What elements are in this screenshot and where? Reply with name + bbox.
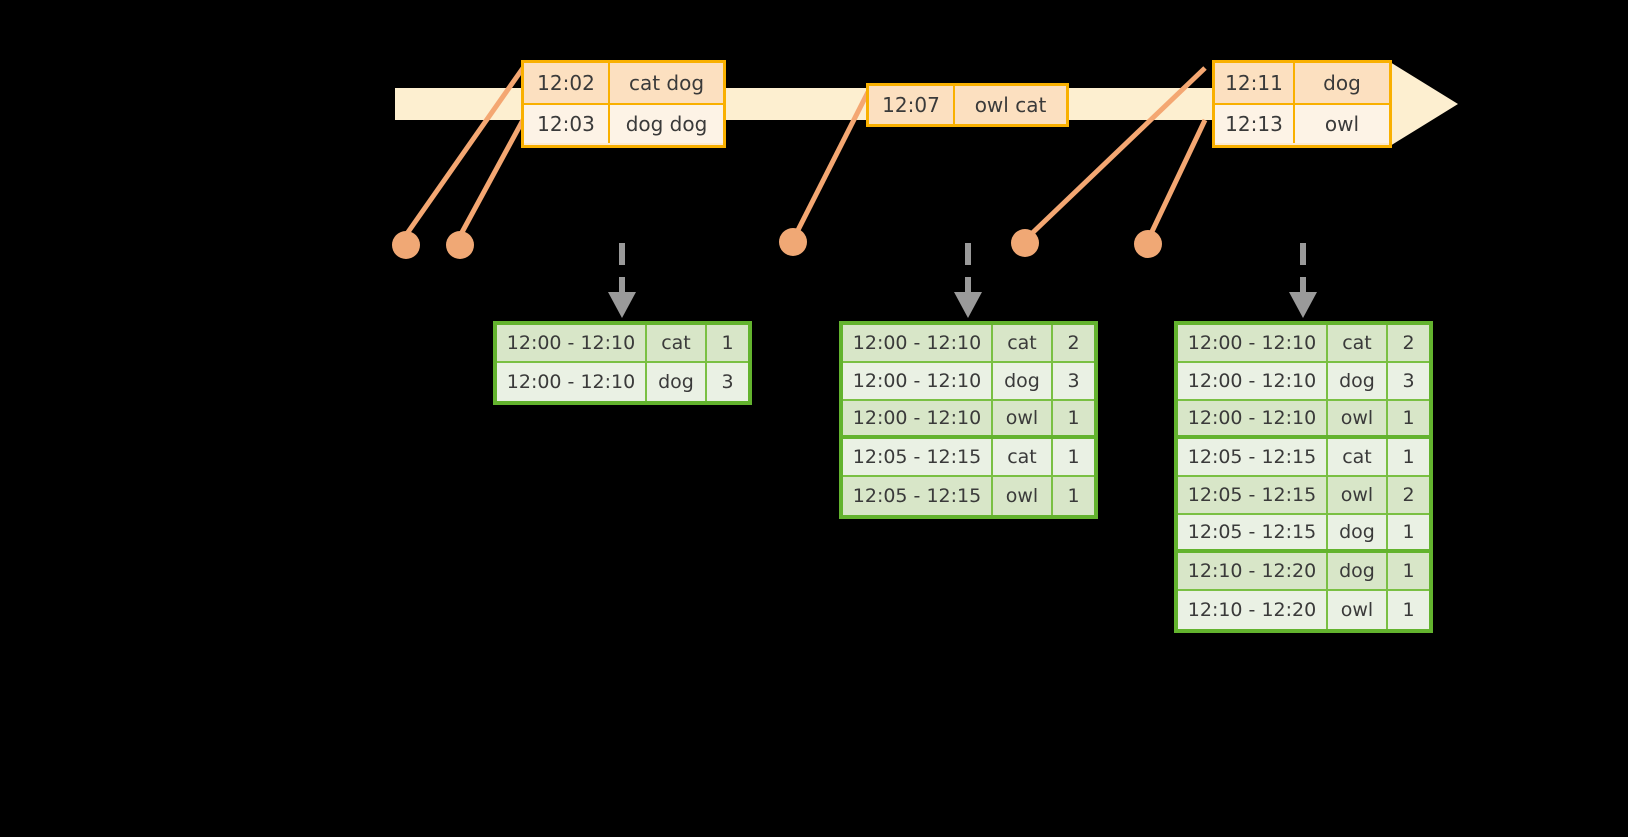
event-group-1: 12:02 cat dog 12:03 dog dog: [521, 60, 726, 148]
result-table-3: 12:00 - 12:10 cat 2 12:00 - 12:10 dog 3 …: [1174, 321, 1433, 633]
cell-window: 12:05 - 12:15: [1178, 439, 1328, 475]
cell-window: 12:00 - 12:10: [1178, 363, 1328, 399]
cell-word: owl: [993, 477, 1053, 515]
cell-word: owl: [993, 401, 1053, 435]
table-row[interactable]: 12:05 - 12:15 cat 1: [1178, 439, 1429, 477]
table-row[interactable]: 12:00 - 12:10 cat 2: [1178, 325, 1429, 363]
cell-window: 12:00 - 12:10: [497, 363, 647, 401]
cell-window: 12:00 - 12:10: [1178, 325, 1328, 361]
event-row[interactable]: 12:13 owl: [1215, 103, 1389, 143]
event-time: 12:07: [869, 86, 955, 124]
cell-window: 12:00 - 12:10: [843, 401, 993, 435]
connector-line-1: [403, 66, 526, 237]
cell-count: 3: [1402, 370, 1415, 392]
dashed-arrow-2: [954, 243, 982, 318]
cell-count: 1: [1402, 599, 1415, 621]
event-marker-12-13-icon: [1134, 230, 1162, 258]
event-words: dog dog: [625, 112, 708, 136]
event-row[interactable]: 12:07 owl cat: [869, 86, 1066, 124]
cell-window: 12:00 - 12:10: [497, 325, 647, 361]
table-row[interactable]: 12:00 - 12:10 dog 3: [497, 363, 748, 401]
cell-count: 1: [1402, 407, 1415, 429]
event-words: cat dog: [628, 71, 705, 95]
table-row[interactable]: 12:10 - 12:20 owl 1: [1178, 591, 1429, 629]
cell-window: 12:05 - 12:15: [1178, 515, 1328, 549]
dashed-arrow-3: [1289, 243, 1317, 318]
cell-window: 12:05 - 12:15: [1178, 477, 1328, 513]
cell-count: 1: [1402, 560, 1415, 582]
cell-count: 1: [1067, 485, 1080, 507]
result-table-2: 12:00 - 12:10 cat 2 12:00 - 12:10 dog 3 …: [839, 321, 1098, 519]
table-row[interactable]: 12:00 - 12:10 owl 1: [1178, 401, 1429, 439]
event-words: owl cat: [974, 93, 1047, 117]
cell-count: 3: [721, 371, 734, 393]
cell-word: cat: [1328, 325, 1388, 361]
event-time: 12:03: [524, 105, 610, 143]
cell-count: 1: [1067, 407, 1080, 429]
cell-word: cat: [647, 325, 707, 361]
event-time: 12:02: [524, 63, 610, 103]
event-time: 12:13: [1215, 105, 1295, 143]
cell-window: 12:10 - 12:20: [1178, 591, 1328, 629]
cell-word: dog: [647, 363, 707, 401]
table-row[interactable]: 12:05 - 12:15 owl 2: [1178, 477, 1429, 515]
table-row[interactable]: 12:00 - 12:10 cat 2: [843, 325, 1094, 363]
event-row[interactable]: 12:11 dog: [1215, 63, 1389, 103]
cell-word: dog: [1328, 553, 1388, 589]
cell-count: 1: [1402, 521, 1415, 543]
event-words: dog: [1323, 71, 1361, 95]
event-row[interactable]: 12:03 dog dog: [524, 103, 723, 143]
event-marker-12-11-icon: [1011, 229, 1039, 257]
event-row[interactable]: 12:02 cat dog: [524, 63, 723, 103]
result-table-1: 12:00 - 12:10 cat 1 12:00 - 12:10 dog 3: [493, 321, 752, 405]
cell-window: 12:05 - 12:15: [843, 439, 993, 475]
cell-count: 3: [1067, 370, 1080, 392]
cell-window: 12:00 - 12:10: [843, 363, 993, 399]
cell-count: 2: [1402, 484, 1415, 506]
connector-line-5: [1145, 118, 1208, 242]
cell-word: owl: [1328, 591, 1388, 629]
event-marker-12-03-icon: [446, 231, 474, 259]
cell-count: 1: [1402, 446, 1415, 468]
connector-line-2: [457, 118, 526, 238]
table-row[interactable]: 12:05 - 12:15 owl 1: [843, 477, 1094, 515]
cell-word: cat: [993, 325, 1053, 361]
event-words: owl: [1324, 112, 1360, 136]
cell-count: 2: [1067, 332, 1080, 354]
event-group-2: 12:07 owl cat: [866, 83, 1069, 127]
cell-word: cat: [993, 439, 1053, 475]
event-time: 12:11: [1215, 63, 1295, 103]
dashed-arrow-1: [608, 243, 636, 318]
table-row[interactable]: 12:00 - 12:10 dog 3: [1178, 363, 1429, 401]
cell-word: owl: [1328, 401, 1388, 435]
table-row[interactable]: 12:00 - 12:10 owl 1: [843, 401, 1094, 439]
cell-count: 2: [1402, 332, 1415, 354]
cell-word: owl: [1328, 477, 1388, 513]
cell-count: 1: [1067, 446, 1080, 468]
table-row[interactable]: 12:00 - 12:10 dog 3: [843, 363, 1094, 401]
table-row[interactable]: 12:00 - 12:10 cat 1: [497, 325, 748, 363]
connector-line-3: [790, 90, 871, 242]
cell-window: 12:10 - 12:20: [1178, 553, 1328, 589]
table-row[interactable]: 12:05 - 12:15 cat 1: [843, 439, 1094, 477]
cell-window: 12:05 - 12:15: [843, 477, 993, 515]
table-row[interactable]: 12:05 - 12:15 dog 1: [1178, 515, 1429, 553]
cell-word: cat: [1328, 439, 1388, 475]
event-marker-12-02-icon: [392, 231, 420, 259]
cell-count: 1: [721, 332, 734, 354]
cell-word: dog: [1328, 363, 1388, 399]
table-row[interactable]: 12:10 - 12:20 dog 1: [1178, 553, 1429, 591]
event-group-3: 12:11 dog 12:13 owl: [1212, 60, 1392, 148]
cell-window: 12:00 - 12:10: [843, 325, 993, 361]
cell-word: dog: [1328, 515, 1388, 549]
cell-window: 12:00 - 12:10: [1178, 401, 1328, 435]
cell-word: dog: [993, 363, 1053, 399]
event-marker-12-07-icon: [779, 228, 807, 256]
